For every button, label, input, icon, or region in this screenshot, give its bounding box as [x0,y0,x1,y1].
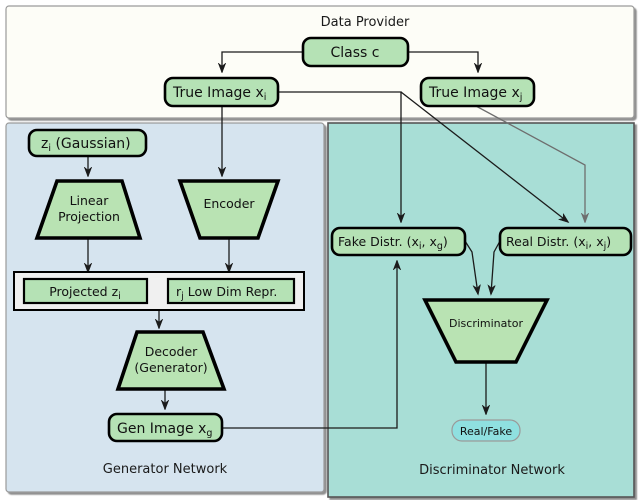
real-distr-box[interactable] [498,226,633,257]
z-gaussian-box[interactable] [27,128,148,158]
node-gen-image[interactable]: Gen Image xg [107,412,224,443]
node-discriminator[interactable]: Discriminator [422,298,550,364]
edge-true-image-i-to-real-distr [400,91,568,222]
z-gaussian-label: zi (Gaussian) [41,136,131,154]
fake-distr-label: Fake Distr. (xi, xg) [338,234,448,252]
true-image-i-box[interactable] [163,76,280,108]
edge-class-c-to-true-image-i [222,51,303,72]
linear-projection-label-line2: Projection [58,209,120,224]
true-image-j-box[interactable] [419,76,536,108]
linear-projection-shape[interactable] [34,179,143,240]
decoder-shape[interactable] [115,330,227,391]
decoder-label-line2: (Generator) [134,360,207,375]
data-provider-title: Data Provider [321,15,410,30]
projected-z-label: Projected zi [49,284,121,302]
gen-image-label: Gen Image xg [117,421,212,439]
node-real-distr[interactable]: Real Distr. (xi, xj) [498,226,633,257]
node-class-c[interactable]: Class c [301,36,410,68]
edge-true-image-j-to-real-distr [462,98,585,222]
edge-layer [88,51,585,429]
true-image-i-label: True Image xi [172,85,266,103]
class-c-box[interactable] [301,36,410,68]
low-dim-repr-label: rj Low Dim Repr. [176,284,277,302]
node-fake-distr[interactable]: Fake Distr. (xi, xg) [330,226,467,257]
true-image-j-label: True Image xj [428,85,522,103]
edge-fake-distr-to-discriminator [464,240,478,294]
node-decoder[interactable]: Decoder (Generator) [115,330,227,391]
encoder-label: Encoder [203,196,255,211]
node-encoder[interactable]: Encoder [177,179,281,240]
encoder-shape[interactable] [177,179,281,240]
node-z-gaussian[interactable]: zi (Gaussian) [27,128,148,158]
gen-image-box[interactable] [107,412,224,443]
low-dim-repr-box[interactable] [166,277,296,305]
edge-class-c-to-true-image-j [408,51,478,72]
node-true-image-j[interactable]: True Image xj [419,76,536,108]
edge-real-distr-to-discriminator [491,240,501,294]
generator-network-title: Generator Network [103,462,228,477]
representation-group: Projected zi rj Low Dim Repr. [13,271,305,311]
linear-projection-label-line1: Linear [70,193,110,208]
node-true-image-i[interactable]: True Image xi [163,76,280,108]
node-linear-projection[interactable]: Linear Projection [34,179,143,240]
real-fake-label: Real/Fake [460,425,512,438]
decoder-label-line1: Decoder [145,344,198,359]
projected-z-box[interactable] [22,277,149,305]
edge-gen-image-to-fake-distr [222,261,397,429]
discriminator-network-title: Discriminator Network [419,463,565,478]
class-c-label: Class c [331,45,380,61]
discriminator-label: Discriminator [449,317,523,330]
discriminator-shape[interactable] [422,298,550,364]
fake-distr-box[interactable] [330,226,467,257]
node-real-fake[interactable]: Real/Fake [451,419,521,442]
real-fake-box[interactable] [451,419,521,442]
real-distr-label: Real Distr. (xi, xj) [506,234,611,252]
